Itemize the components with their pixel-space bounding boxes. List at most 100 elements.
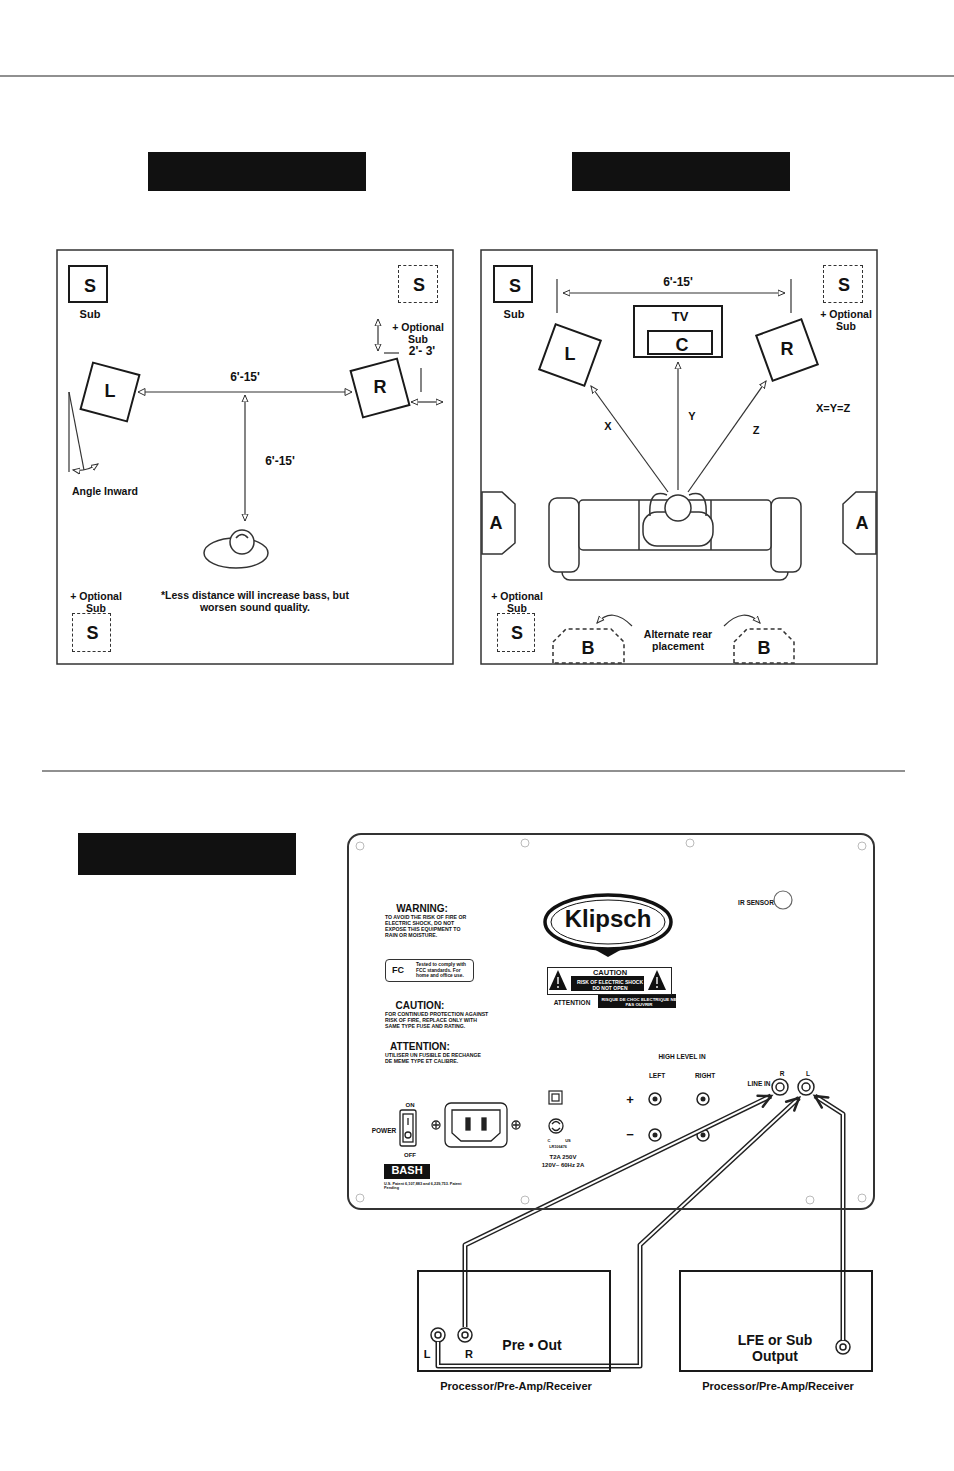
speaker-box: R (762, 325, 812, 375)
tv-box: TVC (633, 305, 723, 358)
center-speaker-box: C (647, 330, 713, 355)
listener-figure (643, 494, 713, 546)
warning-symbol (557, 986, 558, 988)
node-text: WARNING: (382, 903, 462, 915)
speaker-outline (843, 492, 876, 554)
dimension-arrow (563, 292, 785, 293)
receiver-box: Pre • OutLRProcessor/Pre-Amp/Receiver (417, 1270, 611, 1372)
warning-symbol (656, 986, 657, 988)
dimension-label: 6'-15' (219, 371, 271, 385)
insulation-symbol (552, 1094, 559, 1101)
surround-speaker: A (482, 492, 516, 555)
node-text: + Optional Sub (65, 590, 127, 614)
annotation-label: 6'-15' (258, 455, 302, 469)
subwoofer-box: + Optional SubS (72, 613, 111, 652)
speaker-outline (482, 492, 515, 554)
power-inlet (432, 1103, 520, 1147)
dimension-line (138, 391, 352, 392)
sofa (562, 548, 788, 580)
node-text: + Optional Sub (387, 321, 449, 345)
sofa (638, 500, 640, 550)
node-text: POWER (369, 1127, 399, 1134)
power-switch (400, 1110, 416, 1146)
node-text: R (463, 1348, 475, 1361)
brand-logo: Klipsch (543, 892, 673, 958)
speaker-terminal (649, 1129, 661, 1141)
rca-jack (435, 1332, 441, 1338)
speaker-box: L (85, 367, 135, 417)
listening-line (591, 362, 766, 492)
node-text: ATTENTION: (380, 1041, 460, 1053)
node-text: IR SENSOR (738, 899, 774, 906)
power-inlet (445, 1103, 507, 1147)
node-text: RIGHT (690, 1072, 720, 1079)
speaker-terminal (649, 1093, 709, 1141)
csa-logo (552, 1122, 560, 1131)
warning-symbol (549, 970, 567, 990)
rear-speaker: B (733, 628, 795, 664)
node-text: CAUTION (580, 969, 640, 978)
receiver-box: LFE or Sub OutputProcessor/Pre-Amp/Recei… (679, 1270, 873, 1372)
logo-oval (551, 900, 665, 944)
node-text: S (75, 276, 105, 297)
placement-arrow (597, 615, 760, 626)
node-text: Sub (70, 308, 110, 321)
warning-symbol (656, 977, 657, 984)
screw-hole (686, 839, 694, 847)
heading-bar (78, 152, 790, 875)
speaker-outline (734, 629, 794, 663)
arrowhead (815, 1096, 828, 1108)
speaker-terminal (701, 1133, 706, 1138)
arrowhead (786, 1098, 799, 1111)
dimension-arrow (138, 389, 352, 396)
sofa (549, 498, 579, 572)
speaker-box: R (355, 363, 405, 413)
cable-core (640, 1098, 799, 1270)
node-text: LR106476 (543, 1145, 573, 1149)
page-rule (42, 770, 905, 771)
subwoofer-box: S+ Optional Sub (823, 265, 863, 303)
heading-bar (572, 152, 790, 191)
node-text: Sub (494, 308, 534, 321)
angle-indicator (73, 464, 98, 470)
cable-outline (640, 1098, 799, 1270)
node-text: S (829, 275, 859, 296)
node-text: ATTENTION (547, 999, 597, 1006)
rca-cable (842, 1270, 844, 1340)
power-switch (400, 1110, 416, 1146)
arrowhead (345, 389, 352, 396)
heading-bar (78, 833, 296, 875)
insulation-symbol (549, 1091, 562, 1104)
node-text: + Optional Sub (486, 590, 548, 614)
caution-label: CAUTIONRISK OF ELECTRIC SHOCK DO NOT OPE… (547, 967, 672, 995)
logo-oval (545, 895, 671, 949)
power-inlet (466, 1118, 470, 1130)
placement-arrow (724, 615, 760, 626)
annotation-label: Z (750, 424, 762, 437)
rca-cable (438, 1270, 843, 1366)
speaker-terminal (653, 1097, 658, 1102)
screw-hole (521, 1196, 529, 1204)
node-text: LFE or Sub Output (727, 1332, 823, 1364)
node-text: C (667, 335, 697, 356)
node-text: C (545, 1139, 553, 1144)
csa-logo (549, 1119, 563, 1133)
dimension-arrow (384, 352, 399, 353)
warning-symbol (557, 977, 558, 984)
warning-symbol (598, 994, 676, 1008)
annotation-label: Alternate rear placement (628, 628, 728, 652)
speaker-box: L (545, 330, 595, 380)
dimension-arrow (244, 395, 245, 521)
node-text: L (803, 1070, 813, 1077)
node-text: T2A 250V (538, 1154, 588, 1161)
bash-logo: BASH (384, 1164, 430, 1179)
rca-jack (802, 1083, 810, 1091)
screw-hole (806, 1196, 814, 1204)
listening-line (688, 381, 766, 492)
annotation-label: X=Y=Z (810, 402, 856, 415)
rca-cable (464, 1270, 466, 1327)
node-text: R (777, 1070, 787, 1077)
screw-hole (858, 1194, 866, 1202)
subwoofer-box: + Optional SubS (497, 613, 535, 652)
